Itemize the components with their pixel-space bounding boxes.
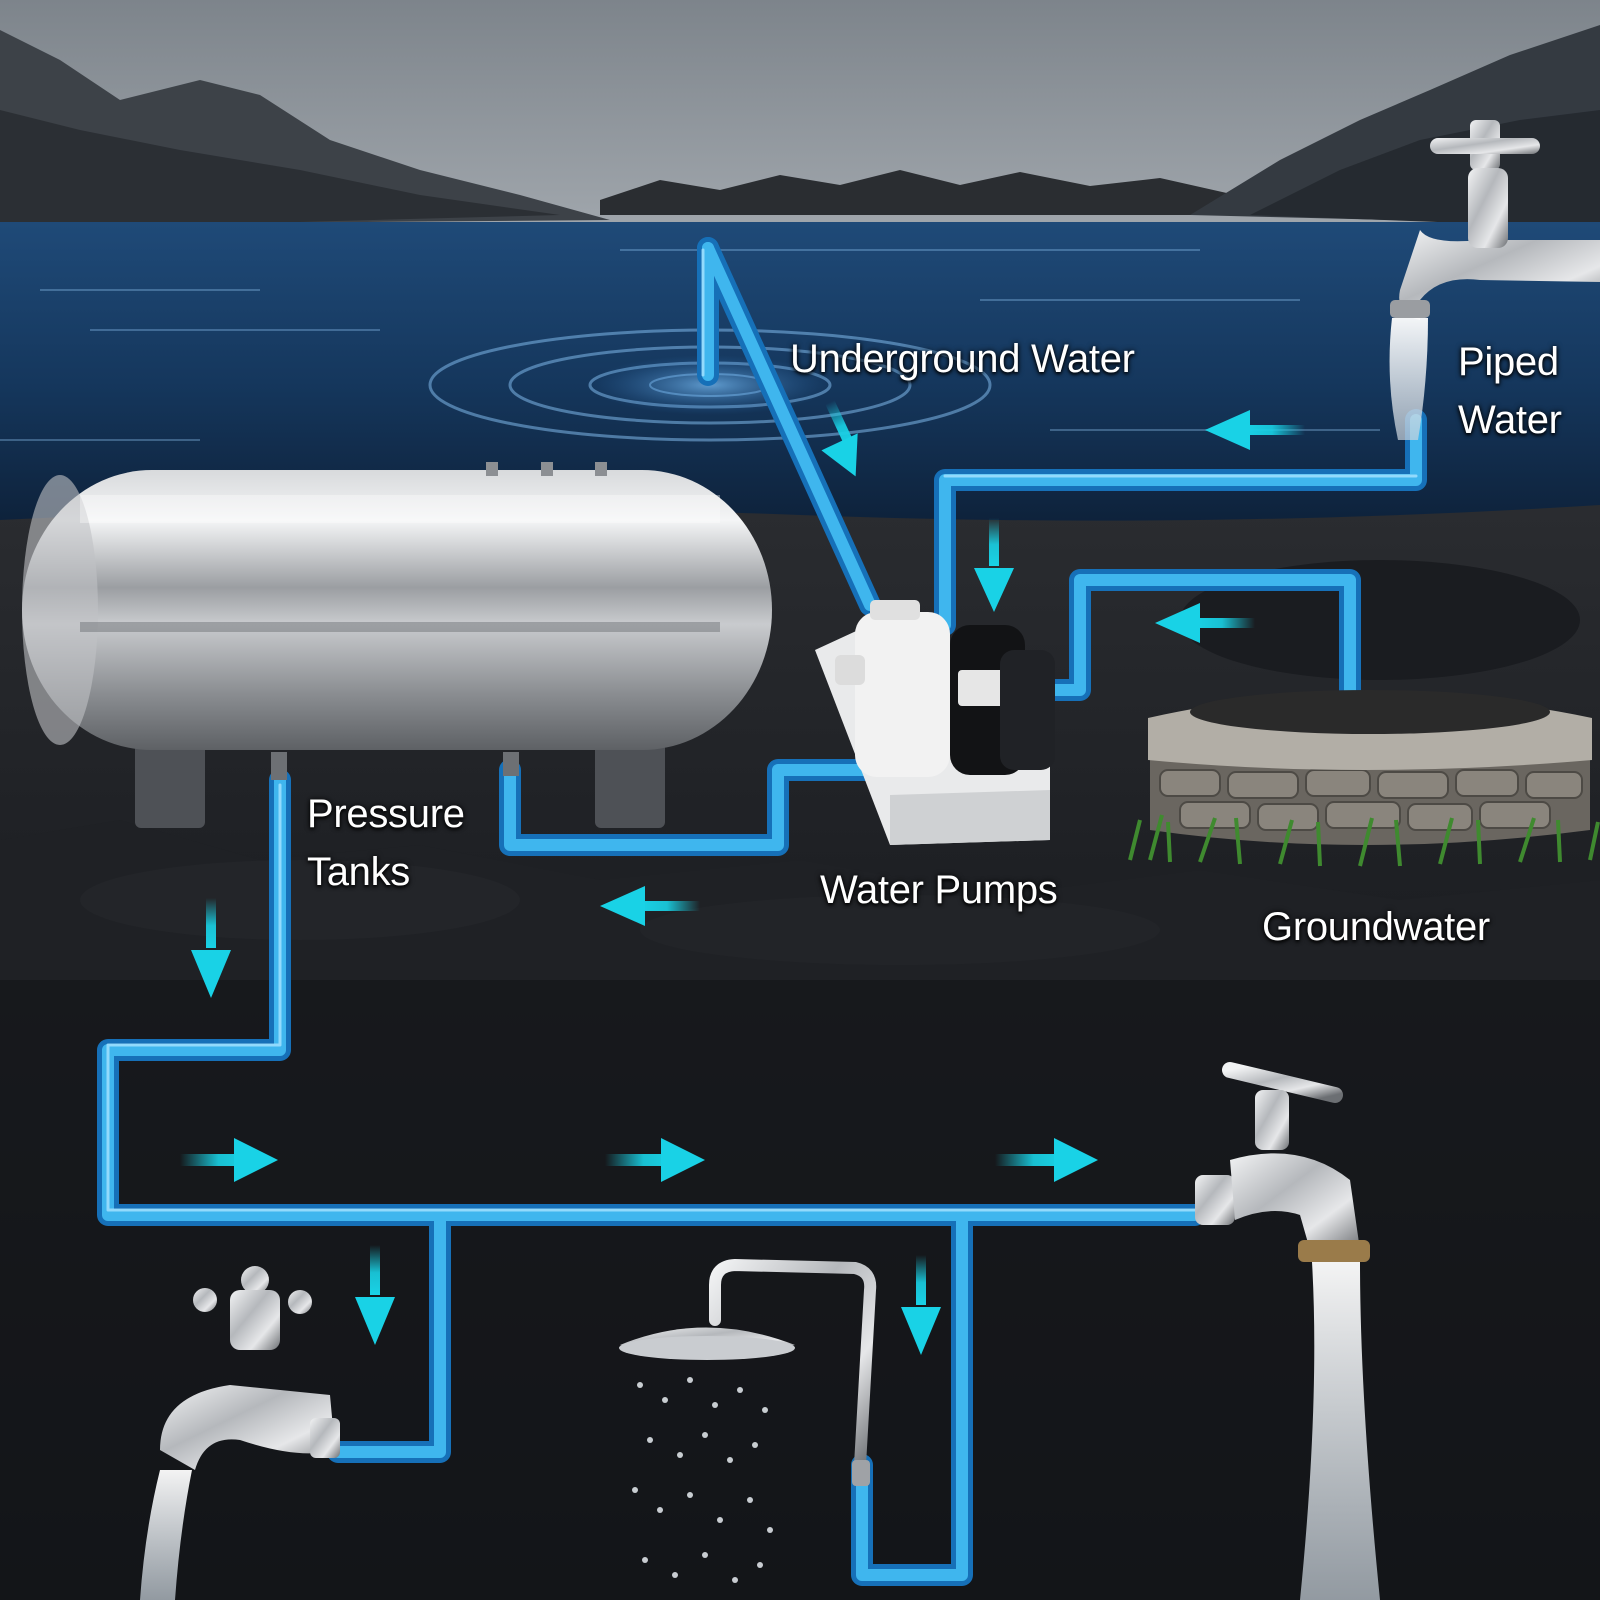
flow-arrow-icon [600, 886, 700, 926]
flow-arrow-icon [1205, 410, 1305, 450]
mountains [0, 25, 1600, 230]
flow-arrow-icon [355, 1245, 395, 1345]
label-water-pumps: Water Pumps [820, 868, 1058, 912]
rock-texture [0, 560, 1600, 980]
flow-arrow-icon [1155, 603, 1255, 643]
flow-arrow-icon [901, 1255, 941, 1355]
label-pressure-tanks-line1: Pressure [307, 792, 465, 836]
flow-arrows [180, 400, 1305, 1355]
faucet-icon [1195, 1062, 1380, 1600]
faucet-icon [1389, 120, 1600, 440]
pressure-tank-icon [22, 462, 772, 828]
label-piped-water-line1: Piped [1458, 340, 1559, 384]
pipe-network [97, 237, 1427, 1586]
flow-arrow-icon [191, 898, 231, 998]
stone-well-icon [1128, 690, 1600, 867]
flow-arrow-icon [821, 400, 858, 477]
label-groundwater: Groundwater [1262, 905, 1490, 949]
flow-arrow-icon [605, 1138, 705, 1182]
label-piped-water: Piped Water [1458, 333, 1562, 449]
label-pressure-tanks: Pressure Tanks [307, 785, 465, 901]
shower-spray [632, 1377, 773, 1583]
shower-head-icon [619, 1258, 877, 1583]
flow-arrow-icon [974, 518, 1014, 612]
faucet-icon [140, 1266, 340, 1600]
label-piped-water-line2: Water [1458, 398, 1562, 442]
label-underground-water: Underground Water [790, 337, 1135, 381]
flow-arrow-icon [995, 1138, 1098, 1182]
water-pump-icon [815, 600, 1055, 845]
label-pressure-tanks-line2: Tanks [307, 850, 410, 894]
flow-arrow-icon [180, 1138, 278, 1182]
grass [1128, 814, 1600, 867]
